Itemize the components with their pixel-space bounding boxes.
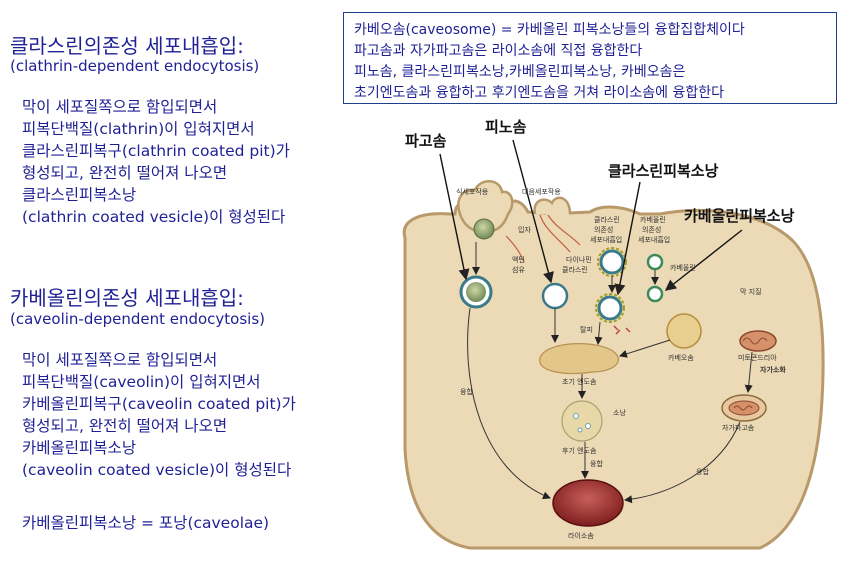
label-late-endosome: 후기 엔도솜 <box>562 446 597 455</box>
caveolae-definition: 카베올린피복소낭 = 포낭(caveolae) <box>22 514 270 532</box>
info-box: 카베오솜(caveosome) = 카베올린 피복소낭들의 융합집합체이다 파고… <box>343 12 837 104</box>
caveolin-line: 막이 세포질쪽으로 함입되면서 <box>22 351 218 369</box>
clathrin-line: (clathrin coated vesicle)이 형성된다 <box>22 208 286 226</box>
arrow-mito-autophagosome <box>744 351 753 393</box>
label-clathrin-endo-1: 클라스린 <box>594 215 620 224</box>
label-mitochondria: 미토콘드리아 <box>738 353 777 362</box>
clathrin-line: 피복단백질(clathrin)이 입혀지면서 <box>22 120 255 138</box>
caveolin-line: 카베올린피복소낭 <box>22 439 137 457</box>
label-autophagy: 자가소화 <box>760 365 786 374</box>
arrow-caveosome-endosome <box>619 339 671 358</box>
pinosome <box>541 282 569 310</box>
caveolin-coated-vesicle <box>646 285 664 303</box>
label-phagocytosis: 식세포작용 <box>456 187 489 196</box>
mitochondrion <box>739 330 777 352</box>
caveolin-title: 카베올린의존성 세포내흡입: <box>10 286 244 310</box>
label-fusion: 융합 <box>590 459 603 468</box>
particle <box>473 218 495 240</box>
info-line: 피노솜, 클라스린피복소낭,카베올린피복소낭, 카베오솜은 <box>354 64 686 80</box>
label-fusion-left: 융합 <box>460 387 473 396</box>
label-dynamin: 다이나민 <box>566 255 592 264</box>
label-caveolin-endo-2: 의존성 <box>642 225 661 234</box>
arrow-autophagosome-lysosome <box>624 421 741 504</box>
clathrin-line: 클라스린피복구(clathrin coated pit)가 <box>22 142 290 160</box>
label-membrane-lipid: 막 지질 <box>740 287 762 296</box>
label-caveosome: 카베오솜 <box>668 353 694 362</box>
caveosome <box>666 313 702 349</box>
arrow-phagosome-lysosome <box>467 307 551 500</box>
callout-arrow-caveolin <box>664 229 743 291</box>
label-clathrin-endo-3: 세포내흡입 <box>590 235 622 244</box>
clathrin-pit <box>599 249 625 275</box>
lysosome <box>552 479 624 527</box>
callout-arrow-phagosome <box>439 153 470 281</box>
early-endosome <box>539 343 620 375</box>
callout-clathrin-vesicle: 클라스린피복소낭 <box>608 162 719 180</box>
clathrin-subtitle: (clathrin-dependent endocytosis) <box>10 57 260 75</box>
label-actin-1: 액틴 <box>512 255 525 264</box>
caveolin-description: 막이 세포질쪽으로 함입되면서 피복단백질(caveolin)이 입혀지면서 카… <box>22 349 296 481</box>
late-endosome <box>561 400 603 442</box>
callout-arrow-clathrin <box>614 181 641 296</box>
label-uncoat: 탈피 <box>580 325 593 334</box>
clathrin-coated-vesicle <box>597 295 623 321</box>
info-line: 카베오솜(caveosome) = 카베올린 피복소낭들의 융합집합체이다 <box>354 22 745 38</box>
arrow-clathrin-endosome <box>594 321 603 345</box>
macropinocytosis-ruffle <box>533 196 572 215</box>
label-particle: 입자 <box>518 225 531 234</box>
label-clathrin-endo-2: 의존성 <box>594 225 613 234</box>
caveolin-line: 형성되고, 완전히 떨어져 나오면 <box>22 417 228 435</box>
callout-phagosome: 파고솜 <box>405 132 447 150</box>
caveolin-line: (caveolin coated vesicle)이 형성된다 <box>22 461 292 479</box>
label-caveolin-endo-1: 카베올린 <box>640 215 666 224</box>
callout-caveolin-vesicle: 카베올린피복소낭 <box>684 207 795 225</box>
info-line: 초기엔도솜과 융합하고 후기엔도솜을 거쳐 라이소솜에 융합한다 <box>354 85 725 101</box>
label-clathrin: 클라스린 <box>562 265 588 274</box>
label-pinocytosis: 대음세포작용 <box>522 187 561 196</box>
caveolin-pit <box>646 253 664 271</box>
label-lysosome: 라이소솜 <box>568 531 594 540</box>
label-caveolin-endo-3: 세포내흡입 <box>638 235 670 244</box>
clathrin-title: 클라스린의존성 세포내흡입: <box>10 34 244 58</box>
info-line: 파고솜과 자가파고솜은 라이소솜에 직접 융합한다 <box>354 43 643 59</box>
caveolin-line: 피복단백질(caveolin)이 입혀지면서 <box>22 373 261 391</box>
label-early-endosome: 초기 엔도솜 <box>562 377 597 386</box>
label-caveolin: 카베올린 <box>670 263 696 272</box>
caveolin-line: 카베올린피복구(caveolin coated pit)가 <box>22 395 296 413</box>
clathrin-description: 막이 세포질쪽으로 함입되면서 피복단백질(clathrin)이 입혀지면서 클… <box>22 96 290 228</box>
label-actin-2: 섬유 <box>512 265 525 274</box>
clathrin-line: 막이 세포질쪽으로 함입되면서 <box>22 98 218 116</box>
clathrin-line: 클라스린피복소낭 <box>22 186 137 204</box>
label-fusion-right: 융합 <box>696 467 709 476</box>
callout-pinosome: 피노솜 <box>485 118 527 136</box>
caveolin-subtitle: (caveolin-dependent endocytosis) <box>10 310 266 328</box>
label-autophagosome: 자가파고솜 <box>722 423 755 432</box>
label-vesicle: 소낭 <box>613 408 626 417</box>
clathrin-line: 형성되고, 완전히 떨어져 나오면 <box>22 164 228 182</box>
callout-arrow-pinosome <box>512 139 554 284</box>
